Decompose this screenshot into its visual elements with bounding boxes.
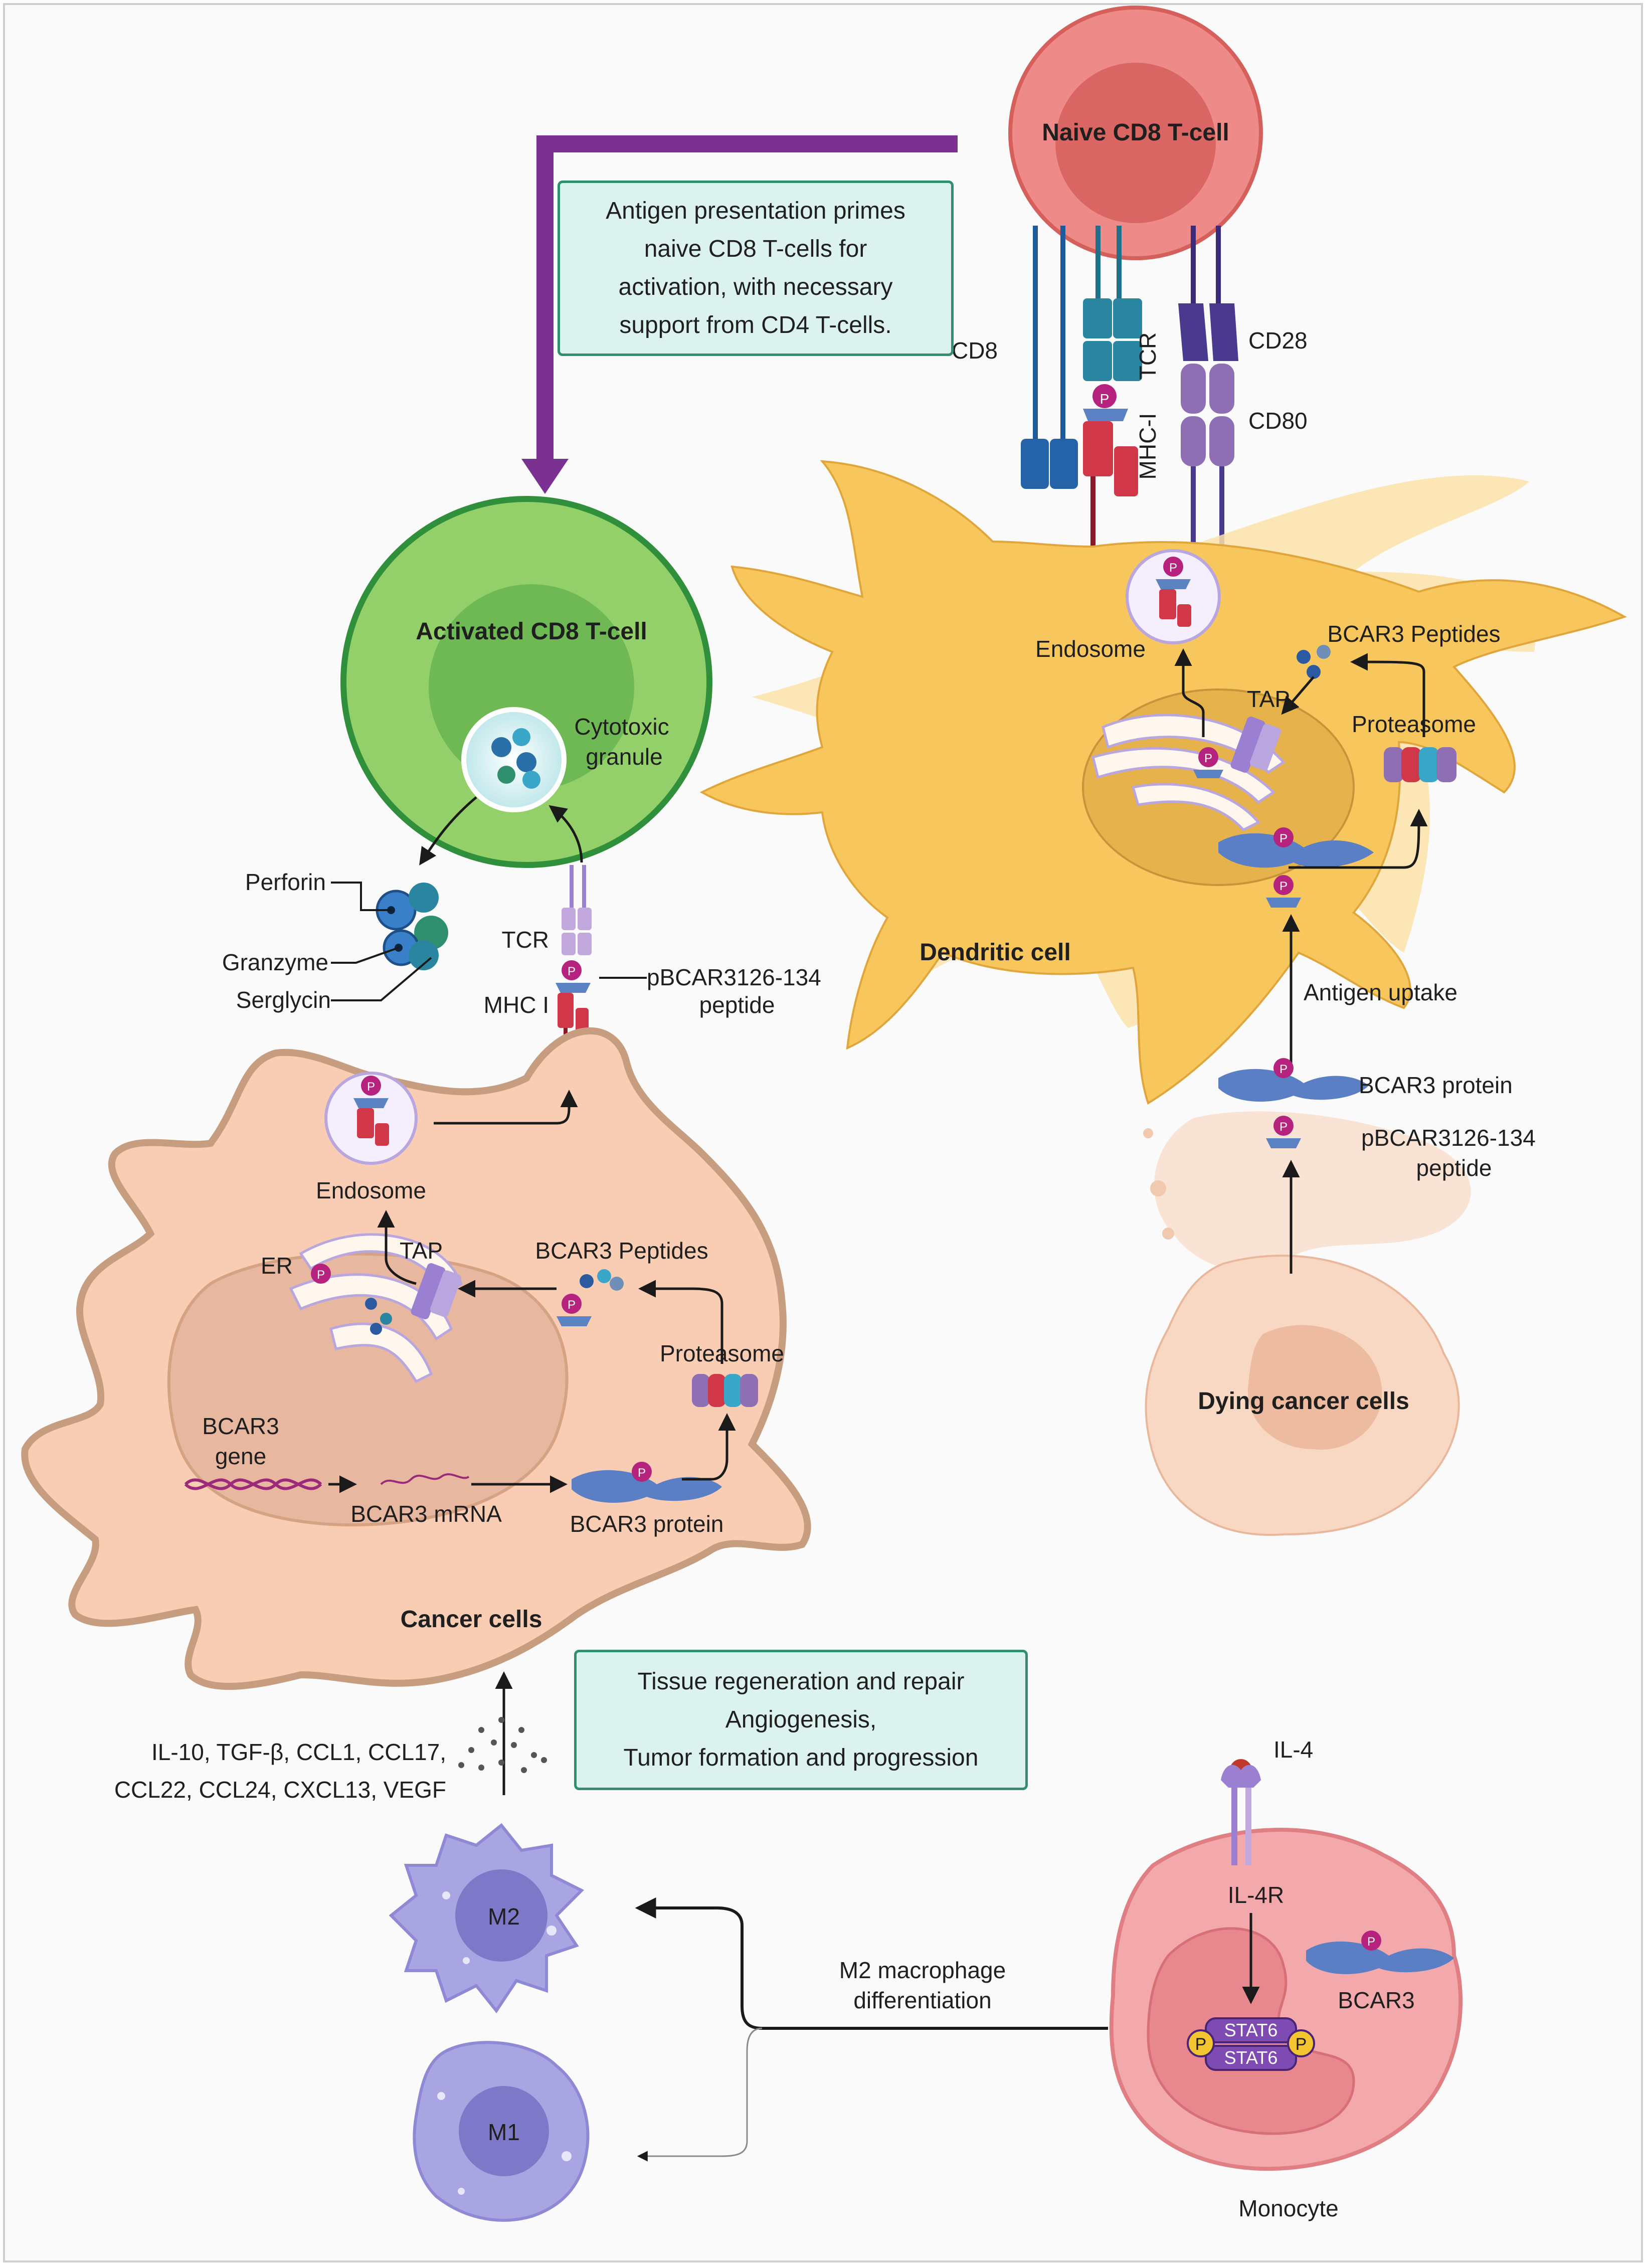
svg-text:P: P: [638, 1466, 646, 1480]
m2-label: M2: [488, 1903, 520, 1930]
granzyme-label: Granzyme: [222, 949, 328, 975]
cd8-beta: [1050, 439, 1078, 489]
svg-text:P: P: [1169, 561, 1177, 575]
note-top-line-4: support from CD4 T-cells.: [619, 312, 892, 338]
antigen-uptake: Antigen uptake: [1282, 914, 1457, 1068]
activated-tcr-label: TCR: [501, 927, 549, 953]
il4-label: IL-4: [1273, 1736, 1313, 1763]
dc-peptides-label: BCAR3 Peptides: [1327, 621, 1500, 647]
activated-peptide-label-2: peptide: [699, 992, 775, 1018]
svg-text:P: P: [1279, 1120, 1288, 1134]
granule-label-1: Cytotoxic: [574, 714, 669, 740]
cytotoxic-granule: [461, 707, 567, 812]
svg-text:P: P: [568, 1298, 576, 1312]
m2-macrophage: M2: [389, 1823, 585, 2014]
naive-tcell-title: Naive CD8 T-cell: [1042, 119, 1229, 146]
cytokine-secretion: IL-10, TGF-β, CCL1, CCL17, CCL22, CCL24,…: [114, 1671, 547, 1803]
activated-peptide-label-1: pBCAR3126-134: [647, 964, 821, 990]
dying-cells-title: Dying cancer cells: [1198, 1388, 1409, 1415]
dc-proteasome: [1384, 747, 1456, 782]
m2-diff-label-2: differentiation: [853, 1987, 991, 2013]
cd28-label: CD28: [1248, 327, 1308, 354]
cd8-label: CD8: [952, 337, 998, 364]
svg-text:P: P: [1279, 832, 1288, 845]
svg-text:P: P: [317, 1268, 325, 1282]
note-top-line-3: activation, with necessary: [618, 274, 893, 300]
naive-tcell: Naive CD8 T-cell: [1008, 6, 1263, 260]
cancer-proteasome: [692, 1374, 758, 1407]
granule-contents: Perforin Granzyme Serglycin: [222, 869, 448, 1013]
cytokines-label-2: CCL22, CCL24, CXCL13, VEGF: [114, 1777, 446, 1803]
bcar3-gene-label-2: gene: [215, 1443, 266, 1469]
activated-mhc-label: MHC I: [484, 992, 549, 1018]
phospho-marker: [1092, 384, 1117, 408]
monocyte: IL-4 IL-4R STAT6 STAT6 P P P BCAR3 Monoc…: [1109, 1736, 1463, 2221]
svg-text:P: P: [1367, 1935, 1375, 1949]
dying-bcar3-protein-label: BCAR3 protein: [1359, 1072, 1513, 1098]
dc-proteasome-label: Proteasome: [1352, 711, 1476, 737]
note-top: Antigen presentation primes naive CD8 T-…: [558, 181, 954, 356]
dc-tap-label: TAP: [1247, 686, 1290, 712]
activated-tcell: Activated CD8 T-cell Cytotoxic granule: [340, 496, 712, 868]
m1-macrophage: M1: [413, 2041, 590, 2222]
bcar3-gene-label-1: BCAR3: [202, 1413, 279, 1439]
note-top-line-2: naive CD8 T-cells for: [644, 236, 867, 262]
cytokines-label-1: IL-10, TGF-β, CCL1, CCL17,: [151, 1739, 446, 1765]
stat6-label-1: STAT6: [1224, 2020, 1278, 2040]
monocyte-title: Monocyte: [1238, 2195, 1338, 2221]
monocyte-bcar3-label: BCAR3: [1338, 1987, 1414, 2013]
cancer-cell: P Endosome ER P TAP P BCAR3 Peptides Pro…: [21, 1027, 811, 1690]
cancer-endosome-label: Endosome: [316, 1177, 426, 1203]
er-label: ER: [261, 1253, 293, 1279]
note-bottom-line-3: Tumor formation and progression: [623, 1744, 979, 1771]
tcr-label: TCR: [1135, 332, 1161, 380]
note-top-line-1: Antigen presentation primes: [606, 198, 905, 224]
activated-tcell-title: Activated CD8 T-cell: [416, 618, 647, 645]
note-bottom-line-2: Angiogenesis,: [725, 1706, 877, 1733]
perforin-label: Perforin: [245, 869, 326, 895]
stat6-p-right: P: [1296, 2035, 1307, 2054]
cancer-tap-label: TAP: [400, 1238, 443, 1264]
m1-label: M1: [488, 2119, 520, 2145]
dendritic-cell: P Endosome TAP P BCAR3 Peptides Proteaso…: [699, 460, 1627, 1105]
antigen-uptake-label: Antigen uptake: [1304, 979, 1457, 1005]
cancer-peptides-label: BCAR3 Peptides: [535, 1238, 708, 1264]
dying-peptide-label-2: peptide: [1416, 1155, 1492, 1181]
m2-diff-label-1: M2 macrophage: [839, 1957, 1006, 1983]
svg-text:P: P: [568, 965, 576, 978]
cd8-alpha: [1021, 439, 1049, 489]
priming-arrow: [521, 135, 958, 494]
svg-text:P: P: [1279, 1063, 1288, 1076]
receptor-complex: P CD8 TCR MHC-I CD28 CD80: [952, 226, 1308, 557]
dying-cancer-cells: Dying cancer cells P BCAR3 protein P pBC…: [1143, 1058, 1536, 1536]
cd80-label: CD80: [1248, 408, 1308, 434]
svg-text:P: P: [367, 1080, 375, 1094]
il4r-label: IL-4R: [1228, 1882, 1284, 1908]
dying-peptide-label-1: pBCAR3126-134: [1361, 1125, 1536, 1151]
dendritic-title: Dendritic cell: [920, 939, 1070, 966]
svg-text:P: P: [1204, 752, 1212, 765]
granule-label-2: granule: [586, 744, 662, 770]
note-bottom-line-1: Tissue regeneration and repair: [637, 1668, 965, 1695]
cancer-bcar3-protein-label: BCAR3 protein: [570, 1511, 724, 1537]
stat6-label-2: STAT6: [1224, 2047, 1278, 2068]
bcar3-mrna-label: BCAR3 mRNA: [350, 1501, 502, 1527]
svg-text:P: P: [1279, 880, 1288, 893]
serglycin-label: Serglycin: [236, 987, 331, 1013]
svg-text:P: P: [1100, 391, 1110, 407]
differentiation-arrows: M2 macrophage differentiation: [635, 1897, 1108, 2162]
stat6-p-left: P: [1195, 2035, 1207, 2054]
note-bottom: Tissue regeneration and repair Angiogene…: [574, 1650, 1028, 1790]
cancer-cells-title: Cancer cells: [401, 1606, 542, 1633]
mhc-i-label: MHC-I: [1135, 413, 1161, 480]
dc-endosome-label: Endosome: [1035, 636, 1146, 662]
